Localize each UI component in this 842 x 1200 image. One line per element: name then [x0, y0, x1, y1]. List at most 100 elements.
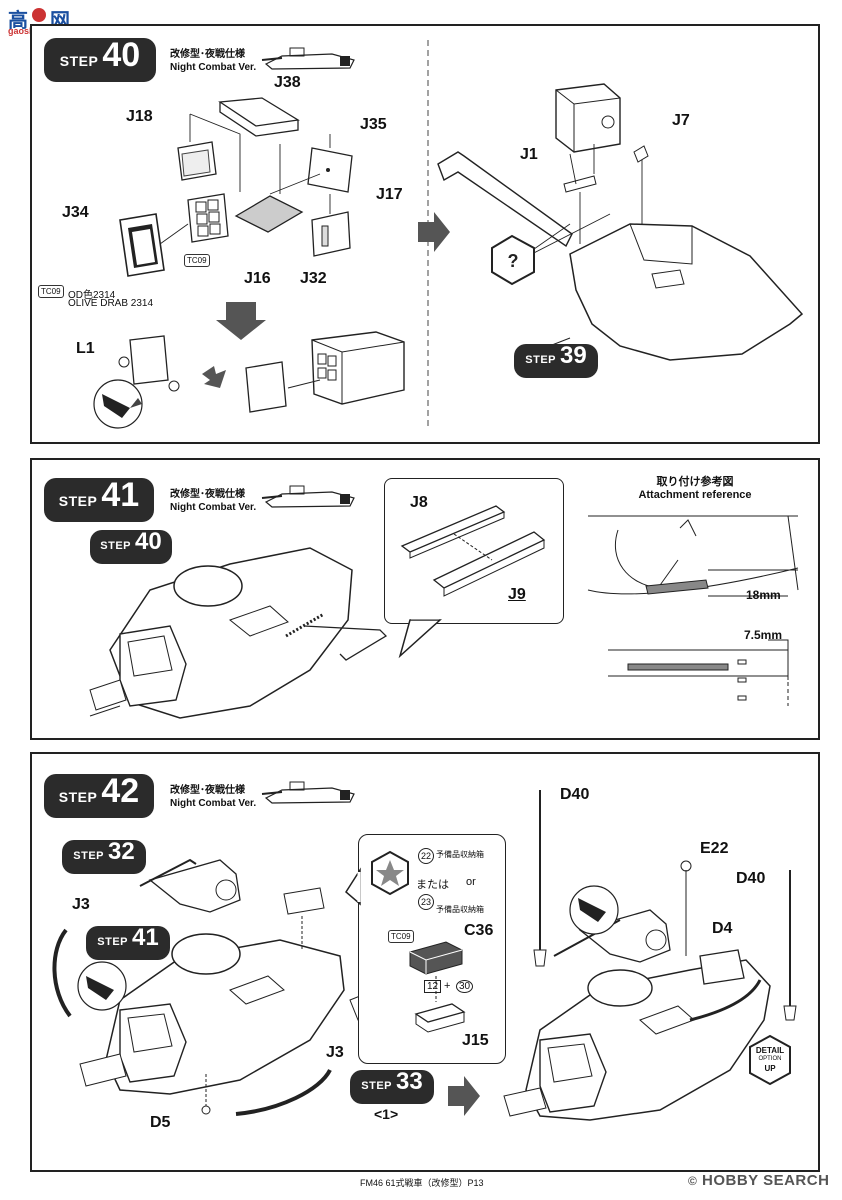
step33-word: STEP: [361, 1080, 393, 1092]
part-num-12: 12: [424, 980, 442, 993]
step40-exploded-diagram: [93, 97, 405, 429]
step33-number: 33: [396, 1068, 423, 1095]
step39-badge: STEP 39: [514, 344, 598, 378]
step42-ref-step41-badge: STEP 41: [86, 926, 170, 960]
part-label-c36: C36: [464, 922, 494, 939]
inset-pointer: [345, 867, 361, 906]
tank-thumbnail-icon: [261, 781, 355, 804]
part-label-j18: J18: [126, 108, 153, 125]
step39-turret-diagram: ?: [437, 83, 804, 361]
copyright-icon: ©: [688, 1174, 698, 1188]
step32-number: 32: [108, 838, 135, 865]
hobby-search-logo: © HOBBY SEARCH: [688, 1172, 829, 1189]
part-label-j1: J1: [520, 146, 538, 163]
attachment-reference-title: 取り付け参考図 Attachment reference: [630, 476, 760, 502]
step42-title-en: Night Combat Ver.: [170, 798, 257, 809]
part-label-d40-left: D40: [560, 786, 590, 803]
svg-text:?: ?: [508, 251, 519, 271]
step40-title-jp: 改修型･夜戦仕様: [170, 49, 245, 60]
step40-word: STEP: [59, 53, 99, 69]
dimension-7-5mm: 7.5mm: [744, 628, 783, 642]
part-label-j17: J17: [376, 186, 403, 203]
part-label-d40-right: D40: [736, 870, 766, 887]
watermark-char-1: 高: [8, 8, 28, 32]
step39-word: STEP: [525, 354, 557, 366]
step39-number: 39: [560, 342, 587, 369]
step33-note: <1>: [374, 1106, 399, 1122]
step41-word: STEP: [58, 493, 98, 509]
part-label-j38: J38: [274, 74, 301, 91]
inset-pointer: [398, 616, 442, 659]
step32-word: STEP: [73, 850, 105, 862]
paint-code-tc09-small: TC09: [184, 254, 210, 267]
step41ref-word: STEP: [97, 936, 129, 948]
step42-word: STEP: [58, 789, 98, 805]
c36-box-diagram: [409, 941, 466, 1033]
paint-code-tc09-step42: TC09: [388, 930, 414, 943]
step42-badge: STEP 42: [44, 774, 154, 818]
paint-name-jp: OD色2314: [68, 290, 116, 301]
step41-turret-diagram: [89, 547, 388, 719]
step41-ref-word: STEP: [100, 540, 132, 552]
part-label-j15: J15: [462, 1032, 489, 1049]
decal-22-number: 22: [418, 848, 434, 864]
part-label-j35: J35: [360, 116, 387, 133]
part-label-l1: L1: [76, 340, 95, 357]
step41-title-jp: 改修型･夜戦仕様: [170, 489, 245, 500]
part-label-j7: J7: [672, 112, 690, 129]
decal-23-number: 23: [418, 894, 434, 910]
detail-option-up-badge: DETAIL OPTION UP: [746, 1034, 794, 1086]
step42-ref-step33-badge: STEP 33: [350, 1070, 434, 1104]
step41-title-en: Night Combat Ver.: [170, 502, 257, 513]
step40-title: 改修型･夜戦仕様 Night Combat Ver.: [170, 48, 256, 74]
watermark-ball-icon: [32, 8, 46, 22]
decal-23-text: 予備品収納箱: [436, 905, 484, 914]
step42-number: 42: [101, 772, 140, 810]
next-arrow-icon: [448, 1076, 480, 1116]
part-label-j34: J34: [62, 204, 89, 221]
decal-or-jp: または: [416, 879, 449, 891]
step40-number: 40: [102, 36, 141, 74]
decal-star-icon: [371, 850, 409, 896]
step40-badge: STEP 40: [44, 38, 156, 82]
step41ref-number: 41: [132, 924, 159, 951]
step42-ref-step32-badge: STEP 32: [62, 840, 146, 874]
plus-sign: +: [444, 980, 451, 992]
part-label-d4: D4: [712, 920, 733, 937]
attachment-ref-jp: 取り付け参考図: [656, 476, 734, 488]
paint-code-tc09: TC09: [38, 285, 64, 298]
step41-number: 41: [101, 476, 140, 514]
step42-turret-right-diagram: [503, 790, 797, 1121]
step42-turret-left-diagram: [52, 858, 377, 1116]
step42-title-jp: 改修型･夜戦仕様: [170, 785, 245, 796]
attachment-reference-diagram: [587, 515, 799, 706]
step41-ref-number: 40: [135, 528, 162, 555]
tank-thumbnail-icon: [261, 47, 355, 70]
step41-badge: STEP 41: [44, 478, 154, 522]
step41-ref-step40-badge: STEP 40: [90, 530, 172, 564]
part-label-j8: J8: [410, 494, 428, 511]
part-label-e22: E22: [700, 840, 729, 857]
part-label-j32: J32: [300, 270, 327, 287]
page-footer: FM46 61式戦車（改修型）P13: [360, 1178, 484, 1188]
detail-badge-line3: UP: [764, 1064, 776, 1073]
step41-title: 改修型･夜戦仕様 Night Combat Ver.: [170, 488, 256, 514]
detail-badge-line2: OPTION: [758, 1056, 782, 1062]
step42-title: 改修型･夜戦仕様 Night Combat Ver.: [170, 784, 256, 810]
decal-22-text: 予備品収納箱: [436, 850, 484, 859]
part-label-j3-bottom: J3: [326, 1044, 344, 1061]
rail-parts-diagram: [400, 505, 546, 597]
decal-or-en: or: [466, 876, 476, 888]
part-num-30: 30: [456, 980, 474, 993]
paint-name-en: OLIVE DRAB 2314: [68, 298, 154, 309]
detail-badge-line1: DETAIL: [755, 1046, 785, 1055]
part-label-j3-left: J3: [72, 896, 90, 913]
part-label-j9: J9: [508, 586, 526, 603]
next-arrow-icon: [418, 212, 450, 252]
hobby-search-text: HOBBY SEARCH: [702, 1172, 830, 1189]
tank-thumbnail-icon: [261, 485, 355, 508]
dimension-18mm: 18mm: [746, 588, 781, 602]
step40-title-en: Night Combat Ver.: [170, 62, 257, 73]
attachment-ref-en: Attachment reference: [638, 489, 752, 501]
part-label-d5: D5: [150, 1114, 171, 1131]
